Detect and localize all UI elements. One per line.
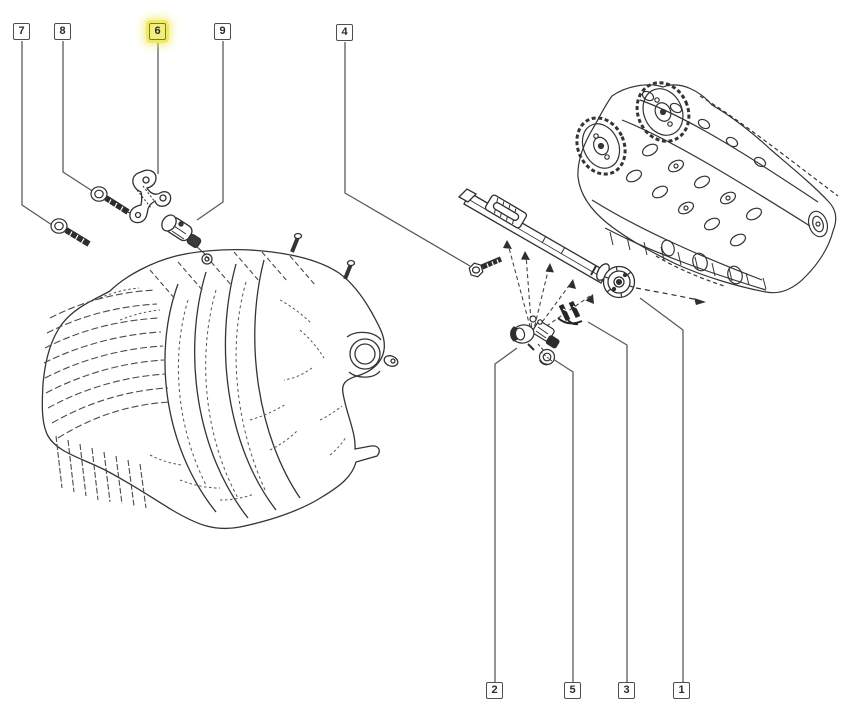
sensor-2-drawing [510,315,560,351]
leader-line-1 [639,297,684,682]
sensor-bracket-drawing [129,169,172,224]
bolt-7-drawing [50,218,91,247]
camshaft-position-sensor-drawing [161,214,202,248]
leader-line-2 [494,347,518,682]
callout-5[interactable]: 5 [564,682,581,699]
callout-2[interactable]: 2 [486,682,503,699]
callout-1[interactable]: 1 [673,682,690,699]
leader-line-4 [344,42,471,267]
leader-line-8 [62,41,98,195]
cylinder-head-drawing [575,81,839,294]
nut-5-drawing [538,348,556,366]
assembly-arrowheads [503,240,594,304]
callout-6[interactable]: 6 [149,23,166,40]
leader-lines [21,41,684,682]
leader-line-9 [196,41,224,221]
leader-line-7 [21,41,59,230]
bolt-4-drawing [468,256,503,278]
callout-9[interactable]: 9 [214,23,231,40]
shaft-and-pulley-drawing [457,188,706,305]
leader-line-3 [587,321,628,682]
callout-8[interactable]: 8 [54,23,71,40]
leader-line-5 [552,358,574,682]
intake-manifold-drawing [41,211,399,530]
clip-3-drawing [557,300,583,326]
bolt-8-drawing [90,186,130,215]
callout-3[interactable]: 3 [618,682,635,699]
callout-7[interactable]: 7 [13,23,30,40]
callout-4[interactable]: 4 [336,24,353,41]
